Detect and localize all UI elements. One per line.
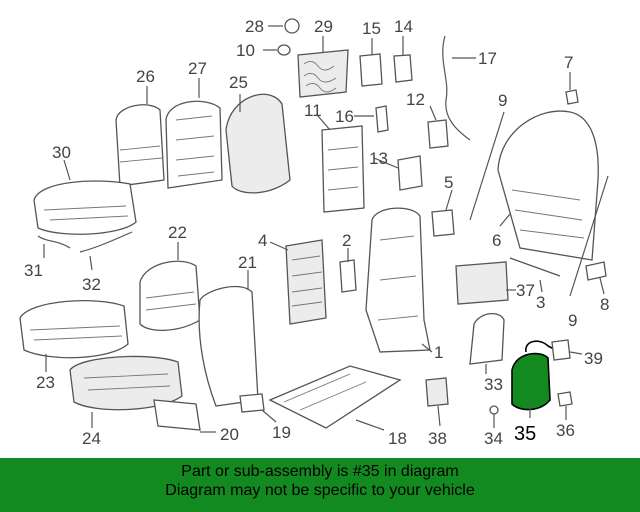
part-6-back-frame: [497, 110, 599, 261]
callout-1: 1: [434, 343, 443, 362]
part-35-highlighted: [511, 352, 551, 411]
callout-5: 5: [444, 173, 453, 192]
callout-34: 34: [484, 429, 503, 448]
part-22-cushion-pad: [139, 260, 201, 332]
callout-9-lower: 9: [568, 311, 577, 330]
banner-line-disclaimer: Diagram may not be specific to your vehi…: [165, 482, 475, 499]
callout-10: 10: [236, 41, 255, 60]
part-28-cap: [284, 18, 300, 34]
callout-25: 25: [229, 73, 248, 92]
callout-20: 20: [220, 425, 239, 444]
callout-28: 28: [245, 17, 264, 36]
part-2-knob: [339, 259, 357, 293]
part-37-motor: [455, 261, 509, 305]
part-20-bracket: [153, 399, 201, 431]
part-38-module: [425, 377, 449, 407]
part-9-cable-upper: [469, 111, 505, 221]
callout-19: 19: [272, 423, 291, 442]
callout-32: 32: [82, 275, 101, 294]
info-banner: Part or sub-assembly is #35 in diagram D…: [0, 458, 640, 512]
callout-16: 16: [335, 107, 354, 126]
part-14-switch: [393, 54, 413, 83]
callout-35: 35: [514, 423, 536, 445]
callout-27: 27: [188, 59, 207, 78]
part-21-shell: [198, 285, 259, 407]
callout-22: 22: [168, 223, 187, 242]
part-34-clip: [489, 405, 499, 415]
part-26-back-cover: [115, 104, 165, 187]
callout-8: 8: [600, 295, 609, 314]
part-9-cable-lower: [569, 175, 609, 297]
part-13-cover: [397, 155, 423, 191]
part-17-harness: [442, 35, 471, 141]
callout-36: 36: [556, 421, 575, 440]
part-31-wire: [37, 235, 71, 249]
callout-21: 21: [238, 253, 257, 272]
callout-3: 3: [536, 293, 545, 312]
callout-18: 18: [388, 429, 407, 448]
callout-23: 23: [36, 373, 55, 392]
part-18-track: [268, 365, 402, 429]
callout-39: 39: [584, 349, 603, 368]
part-11-back-panel: [321, 125, 365, 213]
part-15-bracket: [359, 53, 383, 87]
part-1-seat-frame: [365, 207, 431, 353]
callout-15: 15: [362, 19, 381, 38]
callout-14: 14: [394, 17, 413, 36]
part-3-bar: [509, 257, 561, 277]
part-27-back-frame: [165, 100, 223, 189]
callout-6: 6: [492, 231, 501, 250]
callout-13: 13: [369, 149, 388, 168]
part-4-pad: [285, 239, 327, 325]
part-32-wire: [79, 231, 133, 253]
callout-24: 24: [82, 429, 101, 448]
callout-11: 11: [304, 101, 322, 120]
part-39-connector: [551, 339, 571, 361]
callout-31: 31: [24, 261, 43, 280]
part-25-back-shell: [225, 93, 291, 194]
callout-4: 4: [258, 231, 267, 250]
callout-26: 26: [136, 67, 155, 86]
callout-7: 7: [564, 53, 573, 72]
callout-2: 2: [342, 231, 351, 250]
callout-9-upper: 9: [498, 91, 507, 110]
part-12-latch: [427, 119, 449, 149]
part-29-pad: [297, 49, 349, 98]
part-24-seat-pan: [69, 355, 183, 411]
part-16-screw: [375, 105, 389, 133]
part-7-bolt: [565, 89, 579, 105]
callout-30: 30: [52, 143, 71, 162]
part-19-clip: [239, 393, 265, 413]
banner-line-part: Part or sub-assembly is #35 in diagram: [181, 463, 459, 480]
part-23-cushion: [19, 299, 129, 359]
part-33-side-cover: [469, 313, 505, 365]
part-36-clip: [557, 391, 573, 407]
callout-12: 12: [406, 90, 425, 109]
callout-38: 38: [428, 429, 447, 448]
callout-37: 37: [516, 281, 535, 300]
callout-33: 33: [484, 375, 503, 394]
part-10-clip: [277, 44, 291, 56]
part-8-bracket: [585, 261, 607, 281]
part-5-block: [431, 209, 455, 237]
callout-17: 17: [478, 49, 497, 68]
callout-29: 29: [314, 17, 333, 36]
